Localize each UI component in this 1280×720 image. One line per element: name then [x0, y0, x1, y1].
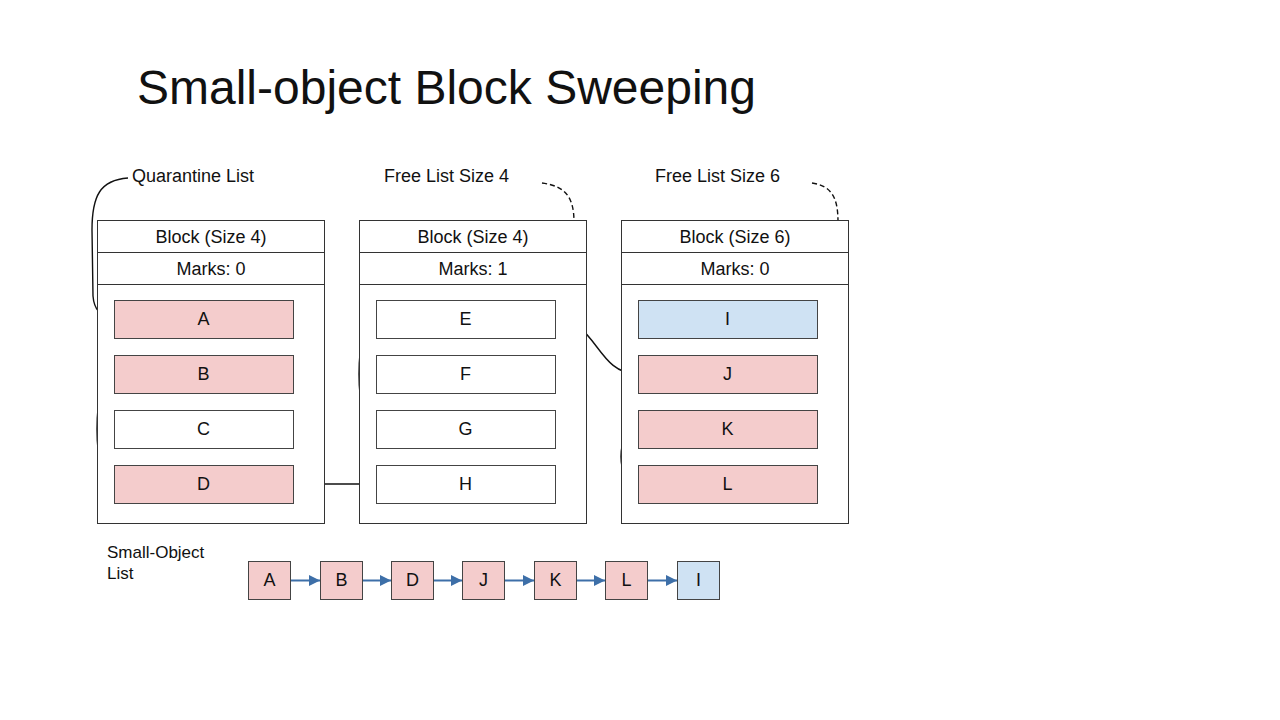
list-item: I: [677, 561, 720, 600]
object-name: C: [197, 419, 210, 440]
object-name: B: [197, 364, 209, 385]
object-slot: A: [114, 300, 294, 339]
object-slot: G: [376, 410, 556, 449]
list-item: B: [320, 561, 363, 600]
object-name: L: [621, 570, 631, 591]
object-name: J: [479, 570, 488, 591]
object-slot: J: [638, 355, 818, 394]
marks-count: Marks: 0: [622, 253, 848, 285]
memory-block: Block (Size 4)Marks: 1 E F G H: [359, 220, 587, 524]
object-slot: L: [638, 465, 818, 504]
list-link: [363, 580, 391, 582]
list-link: [505, 580, 534, 582]
pointer-label: Free List Size 6: [655, 165, 815, 188]
block-header: Block (Size 4): [360, 221, 586, 253]
marks-count: Marks: 1: [360, 253, 586, 285]
list-link: [291, 580, 320, 582]
list-item: K: [534, 561, 577, 600]
object-name: A: [197, 309, 209, 330]
list-item: J: [462, 561, 505, 600]
object-name: D: [197, 474, 210, 495]
list-label: Small-Object List: [107, 542, 227, 585]
list-item: A: [248, 561, 291, 600]
list-link: [434, 580, 462, 582]
object-slot: D: [114, 465, 294, 504]
pointer-label: Free List Size 4: [384, 165, 544, 188]
object-slot: H: [376, 465, 556, 504]
object-name: L: [722, 474, 732, 495]
object-slot: F: [376, 355, 556, 394]
object-name: D: [406, 570, 419, 591]
object-slot: E: [376, 300, 556, 339]
block-header: Block (Size 4): [98, 221, 324, 253]
object-slot: K: [638, 410, 818, 449]
object-slot: B: [114, 355, 294, 394]
object-name: B: [335, 570, 347, 591]
list-link: [648, 580, 677, 582]
object-name: A: [263, 570, 275, 591]
object-name: H: [459, 474, 472, 495]
object-name: E: [459, 309, 471, 330]
memory-block: Block (Size 6)Marks: 0 I J K L: [621, 220, 849, 524]
object-name: G: [458, 419, 472, 440]
list-item: L: [605, 561, 648, 600]
object-name: I: [696, 570, 701, 591]
list-link: [577, 580, 605, 582]
object-name: I: [725, 309, 730, 330]
slide-title: Small-object Block Sweeping: [137, 60, 756, 115]
object-name: F: [460, 364, 471, 385]
memory-block: Block (Size 4)Marks: 0 A B C D: [97, 220, 325, 524]
block-header: Block (Size 6): [622, 221, 848, 253]
marks-count: Marks: 0: [98, 253, 324, 285]
list-item: D: [391, 561, 434, 600]
object-name: J: [723, 364, 732, 385]
object-slot: C: [114, 410, 294, 449]
object-name: K: [721, 419, 733, 440]
object-slot: I: [638, 300, 818, 339]
pointer-label: Quarantine List: [132, 165, 292, 188]
object-name: K: [549, 570, 561, 591]
